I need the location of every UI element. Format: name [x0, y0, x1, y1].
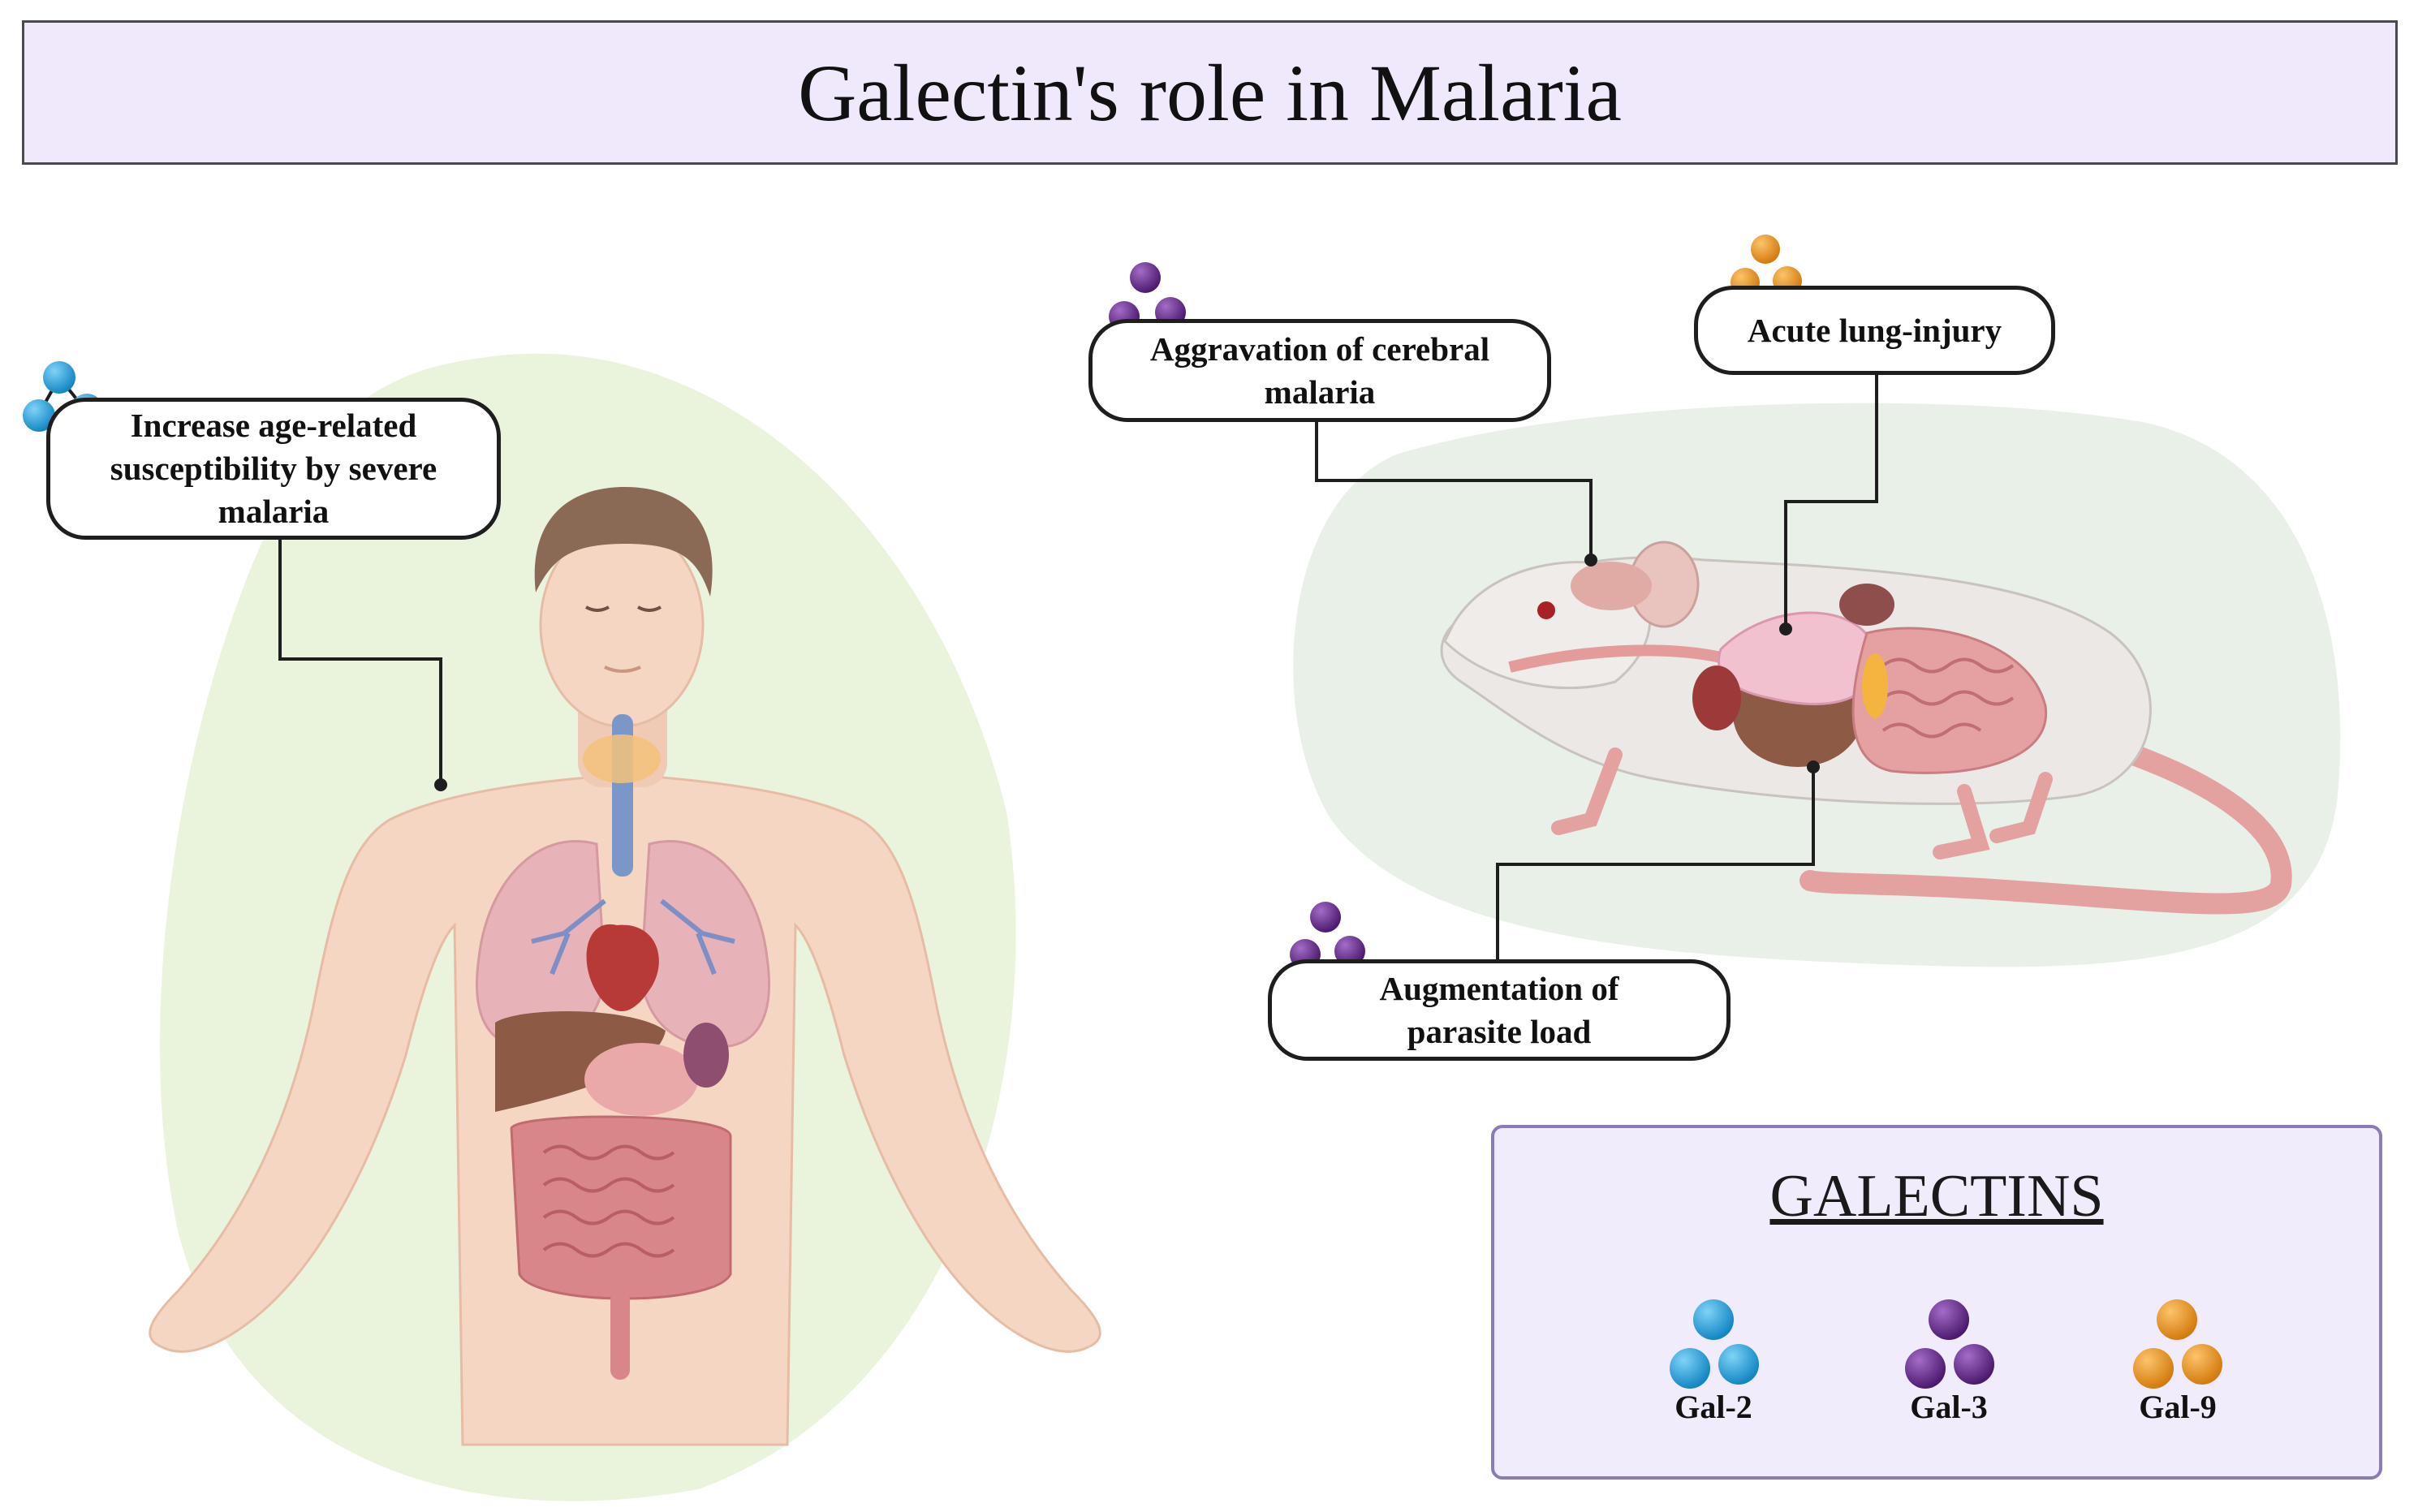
cerebral-connector-line	[1315, 422, 1593, 560]
callout-lung-injury-text: Acute lung-injury	[1747, 311, 2002, 349]
legend-label-gal-3: Gal-3	[1910, 1389, 1988, 1425]
human-hair	[534, 487, 713, 597]
liver	[495, 1011, 666, 1112]
legend-label-gal-2: Gal-2	[1674, 1389, 1752, 1425]
title-banner: Galectin's role in Malaria	[22, 20, 2398, 165]
intestines	[510, 1115, 732, 1300]
heart	[586, 924, 659, 1012]
callout-lung-injury: Acute lung-injury	[1694, 286, 2055, 375]
legend-label-gal-9: Gal-9	[2139, 1389, 2217, 1425]
callout-age-susceptibility-text: Increase age-related susceptibility by s…	[110, 407, 437, 530]
spleen	[683, 1023, 729, 1088]
legend-icons	[1670, 1299, 2222, 1389]
mouse-intestines	[1851, 627, 2048, 774]
thyroid	[583, 734, 661, 783]
callout-parasite-load: Augmentation of parasite load	[1268, 959, 1731, 1061]
legend-gal-9-icon	[2133, 1299, 2222, 1389]
lung-connector-line	[1784, 375, 1878, 629]
callout-cerebral-malaria-text: Aggravation of cerebral malaria	[1149, 330, 1490, 411]
mouse-brain	[1571, 562, 1652, 610]
callout-age-susceptibility: Increase age-related susceptibility by s…	[46, 398, 501, 540]
mouse-pancreas	[1862, 653, 1888, 718]
human-figure	[149, 487, 1101, 1446]
mouse-kidney	[1839, 584, 1894, 626]
human-connector-line	[278, 540, 442, 785]
mouse-figure	[1440, 541, 2292, 915]
callout-cerebral-malaria: Aggravation of cerebral malaria	[1088, 319, 1551, 422]
mouse-heart	[1692, 666, 1741, 730]
right-lung	[640, 840, 770, 1049]
mouse-eye	[1537, 601, 1555, 619]
legend-gal-2-icon	[1670, 1299, 1759, 1389]
stomach	[584, 1043, 698, 1116]
legend-title: GALECTINS	[1769, 1163, 2104, 1230]
galectins-legend: GALECTINS Gal-2 Gal-3 Gal-9	[1491, 1125, 2382, 1480]
callout-parasite-load-text: Augmentation of parasite load	[1379, 969, 1619, 1050]
page-title: Galectin's role in Malaria	[798, 47, 1622, 138]
parasite-connector-line	[1496, 767, 1815, 963]
rectum	[610, 1290, 630, 1380]
mouse-tail	[1799, 736, 2292, 915]
legend-gal-3-icon	[1905, 1299, 1994, 1389]
